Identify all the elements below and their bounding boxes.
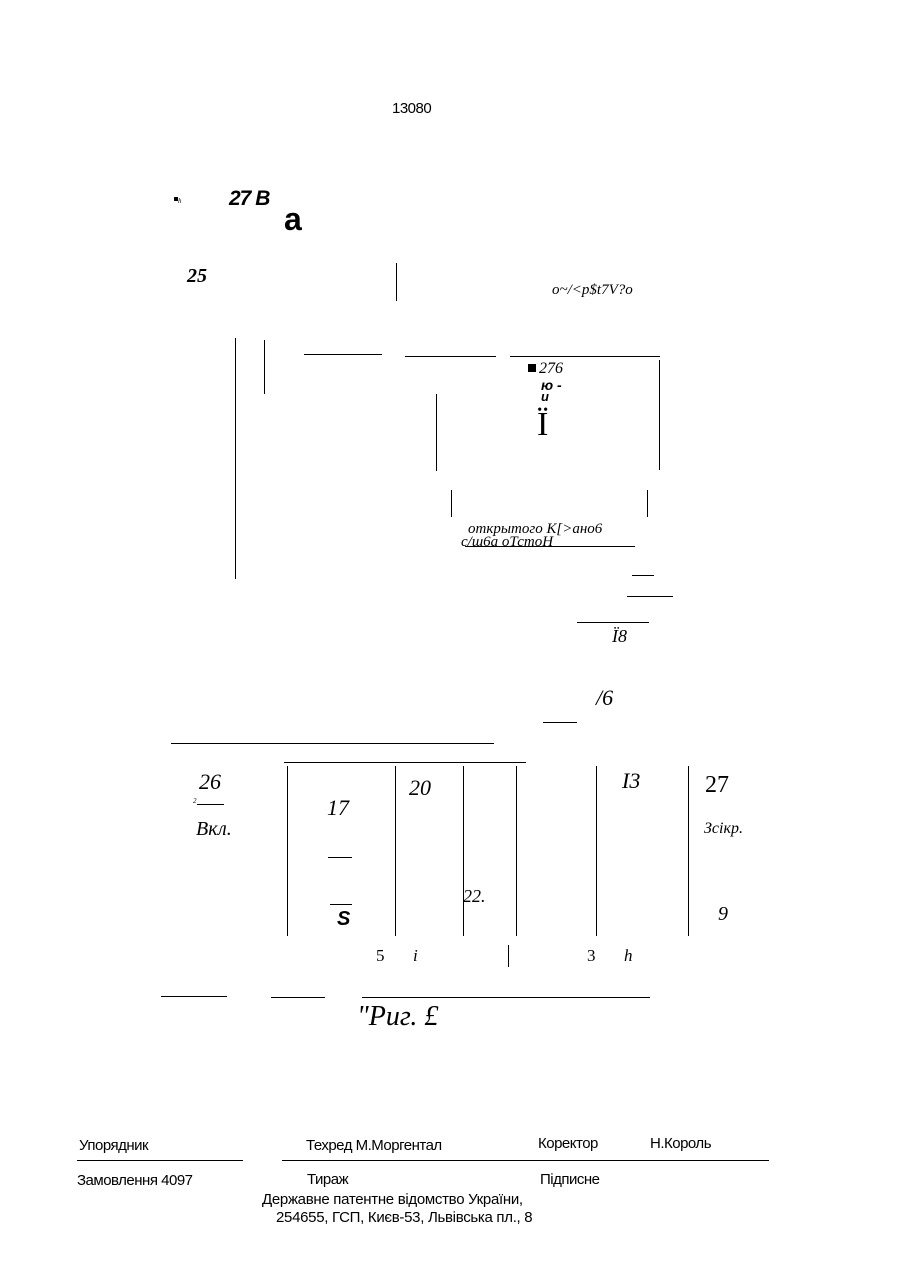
label-26-sub: 2 (193, 797, 197, 805)
order-number: Замовлення 4097 (77, 1172, 193, 1189)
line (287, 766, 288, 936)
subscription: Підписне (540, 1171, 600, 1188)
label-27: 27 (705, 772, 729, 799)
line (328, 857, 352, 858)
label-5: 5 (376, 946, 385, 966)
line (463, 766, 464, 936)
line (264, 340, 265, 394)
line (510, 356, 660, 357)
line (271, 997, 325, 998)
marker-square-icon (528, 364, 536, 372)
label-16: /6 (596, 685, 613, 711)
line (396, 263, 397, 301)
line (516, 766, 517, 936)
office-line-1: Державне патентне відомство України, (262, 1191, 523, 1208)
label-276: 276 (528, 360, 563, 378)
line (465, 546, 635, 547)
line (543, 722, 577, 723)
line (395, 766, 396, 936)
footer-rule (77, 1160, 243, 1161)
office-line-2: 254655, ГСП, Києв-53, Львівська пл., 8 (276, 1209, 532, 1226)
line (405, 356, 496, 357)
label-garbled-3: с/ш6а оТстоН (461, 534, 553, 551)
line (171, 743, 494, 744)
label-i-small: i (413, 946, 418, 966)
label-garbled-1: o~/<p$t7V?o (552, 282, 633, 299)
line (647, 490, 648, 517)
corrector-label: Коректор (538, 1135, 598, 1152)
line (688, 766, 689, 936)
line (659, 360, 660, 470)
footer-rule (282, 1160, 769, 1161)
line (197, 804, 224, 805)
label-vkl: Вкл. (196, 818, 232, 841)
line (304, 354, 382, 355)
label-a: a (284, 201, 302, 238)
line (235, 338, 236, 579)
label-26: 26 (199, 769, 221, 795)
label-3: 3 (587, 946, 596, 966)
label-u: и (541, 389, 549, 404)
line (284, 762, 526, 763)
line (161, 996, 227, 997)
corrector-name: Н.Король (650, 1135, 711, 1152)
line (577, 622, 649, 623)
label-22: 22. (463, 886, 486, 907)
line (627, 596, 673, 597)
label-i: Ї (537, 405, 548, 445)
compiler-label: Упорядник (79, 1137, 148, 1154)
label-27b: 27 B (229, 187, 269, 211)
page-number: 13080 (392, 100, 431, 117)
label-zsikr: Зсікр. (704, 820, 743, 838)
figure-caption: "Риг. £ (357, 1001, 438, 1033)
line (362, 997, 650, 998)
line (436, 394, 437, 471)
techred: Техред М.Моргентал (306, 1137, 442, 1154)
label-s: S (337, 908, 350, 931)
line (508, 945, 509, 967)
line (632, 575, 654, 576)
label-9: 9 (718, 903, 728, 926)
label-25: 25 (187, 265, 207, 288)
line (451, 490, 452, 517)
circulation: Тираж (307, 1171, 348, 1188)
line (330, 904, 352, 905)
label-18: Ї8 (612, 626, 627, 647)
label-13: I3 (622, 768, 640, 794)
label-17: 17 (327, 795, 349, 821)
label-h: h (624, 946, 633, 966)
figure-top-marker: h (174, 197, 182, 205)
line (596, 766, 597, 936)
label-20: 20 (409, 775, 431, 801)
